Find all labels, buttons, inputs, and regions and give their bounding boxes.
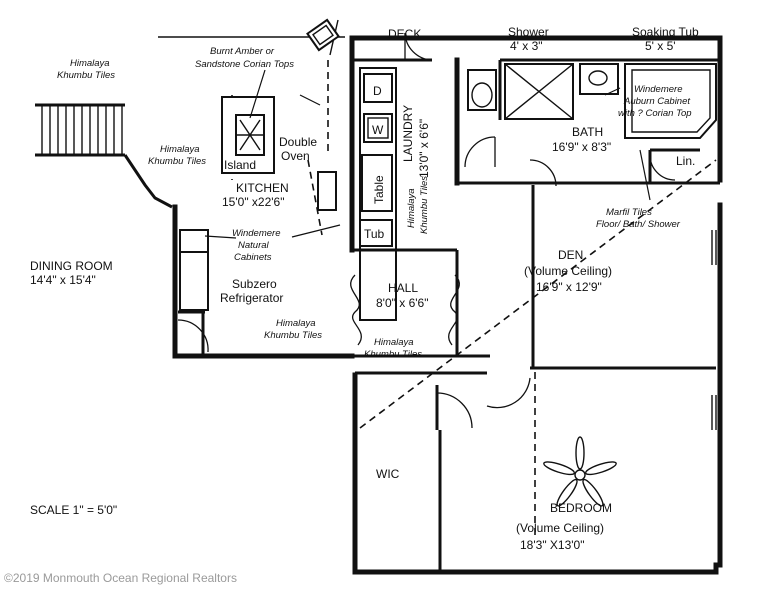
ceiling-fan [543,436,617,507]
linen-label: Lin. [676,154,695,168]
corian-note-line1: Burnt Amber or [210,46,275,57]
tiles-upper-left-line1: Himalaya [70,58,110,69]
den-name: DEN [558,248,583,262]
bath-dims: 16'9" x 8'3" [552,140,611,154]
bedroom-dims: 18'3" X13'0" [520,538,584,552]
laundry-appliances: D W Table Tub [359,67,397,321]
laundry-tub [359,219,393,247]
hall-dims: 8'0" x 6'6" [376,296,428,310]
kitchen-island: Island [221,96,275,174]
oven-label-line2: Oven [281,149,310,163]
oven-label-line1: Double [279,135,317,149]
tiles-upper-left-line2: Khumbu Tiles [57,70,115,81]
subzero-line1: Subzero [232,277,277,291]
tiles-fridge-line1: Himalaya [276,318,316,329]
tiles-laundry-line2: Khumbu Tiles [419,176,430,234]
bath-cabinet-line2: Auburn Cabinet [623,96,690,107]
tiles-fridge-line2: Khumbu Tiles [264,330,322,341]
soaking-tub-fixture [624,63,717,139]
shower-name: Shower [508,25,549,39]
bath-name: BATH [572,125,603,139]
soaking-tub-dims: 5' x 5' [645,39,676,53]
den-sub: (Volume Ceiling) [524,264,612,278]
den-dims: 16'9" x 12'9" [536,280,602,294]
dining-room-name: DINING ROOM [30,259,113,273]
cabinets-line1: Windemere [232,228,281,239]
scale-label: SCALE 1" = 5'0" [30,503,117,517]
subzero-line2: Refrigerator [220,291,283,305]
oven-dash-1 [307,159,323,236]
tiles-kitchen-line2: Khumbu Tiles [148,156,206,167]
tub-label: Tub [364,227,385,241]
cabinet-unit [179,229,209,253]
tiles-laundry-line1: Himalaya [406,188,417,228]
bedroom-sub: (Volume Ceiling) [516,521,604,535]
marfil-line1: Marfil Tiles [606,207,652,218]
dryer [363,73,393,103]
kitchen-name: KITCHEN [236,181,289,195]
cabinets-line3: Cabinets [234,252,272,263]
interior-walls [178,58,720,572]
corian-note-line2: Sandstone Corian Tops [195,59,294,70]
laundry-dims: 13'0" x 6'6" [417,119,431,178]
bath-cabinet-line1: Windemere [634,84,683,95]
tiles-kitchen-line1: Himalaya [160,144,200,155]
tiles-hall-line1: Himalaya [374,337,414,348]
sink [579,63,619,95]
ceiling-diagonal [359,159,717,429]
laundry-name: LAUNDRY [401,105,415,162]
kitchen-dims: 15'0" x22'6" [222,195,284,209]
skylight [306,18,340,52]
cabinets-line2: Natural [238,240,270,251]
bath-fixtures [467,63,717,139]
deck-label: DECK [388,27,421,41]
exterior-walls [172,35,723,575]
doors [177,32,676,429]
wic-label: WIC [376,467,400,481]
double-oven [317,171,337,211]
bath-cabinet-line3: with ? Corian Top [618,108,692,119]
table-label: Table [372,175,386,204]
island-label: Island [224,158,256,172]
laundry-table [361,154,393,212]
labels: Himalaya Khumbu Tiles Burnt Amber or San… [4,25,699,585]
hall-name: HALL [388,281,418,295]
shower-dims: 4' x 3" [510,39,543,53]
dining-room-dims: 14'4" x 15'4" [30,273,96,287]
subzero-refrigerator [179,251,209,311]
washer-label: W [372,123,384,137]
bedroom-name: BEDROOM [550,501,612,515]
marfil-line2: Floor/ Bath/ Shower [596,219,681,230]
dryer-label: D [373,84,382,98]
stairs [35,103,173,209]
callout-arrows [204,69,651,239]
tiles-hall-line2: Khumbu Tiles [364,349,422,360]
soaking-tub-name: Soaking Tub [632,25,699,39]
windows [711,230,717,430]
copyright-notice: ©2019 Monmouth Ocean Regional Realtors [4,571,237,585]
